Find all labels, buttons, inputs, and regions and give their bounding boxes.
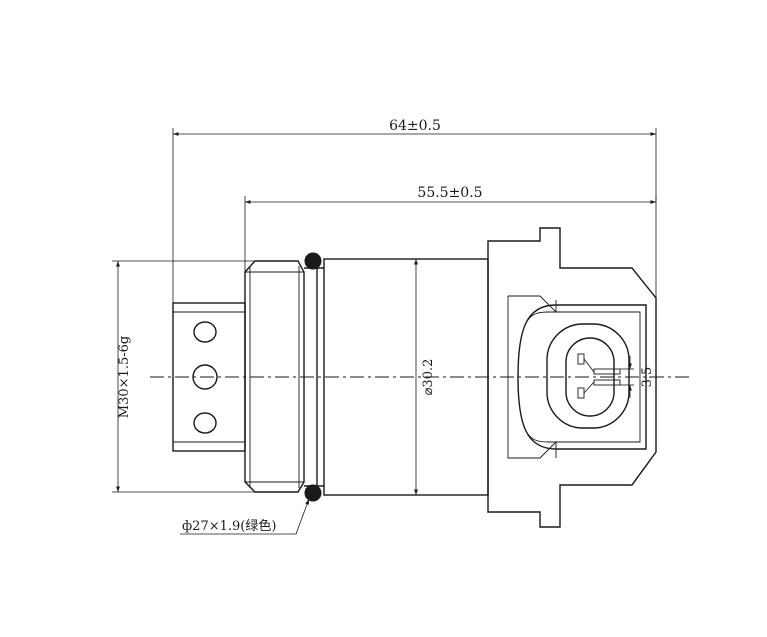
thread-section [244,260,305,493]
pin-top [593,368,621,375]
oring-groove [304,252,324,502]
diameter-label: ⌀30.2 [421,359,436,396]
overall-length-dimension: 64±0.5 [172,118,657,303]
pin-bottom [593,379,621,386]
oring-top [304,252,322,270]
body-length-dimension: 55.5±0.5 [244,185,657,272]
hole-bottom [193,412,217,434]
body-length-label: 55.5±0.5 [417,185,482,201]
oring-leader: ф27×1.9(绿色) [180,498,310,535]
overall-length-label: 64±0.5 [389,118,441,134]
hole-middle [192,364,218,390]
pin-spacing-label: 3.5 [640,367,655,388]
connector-housing [487,227,657,528]
pin-spacing-dimension: 3.5 [620,356,655,398]
thread-label: M30×1.5-6g [117,336,132,418]
connector-pocket-inner [565,337,615,417]
oring-label: ф27×1.9(绿色) [182,518,276,534]
thread-dimension: M30×1.5-6g [112,260,255,493]
hole-top [193,321,217,343]
oring-bottom [304,484,322,502]
connector-pocket-outer [546,323,630,429]
diameter-dimension: ⌀30.2 [414,259,436,495]
